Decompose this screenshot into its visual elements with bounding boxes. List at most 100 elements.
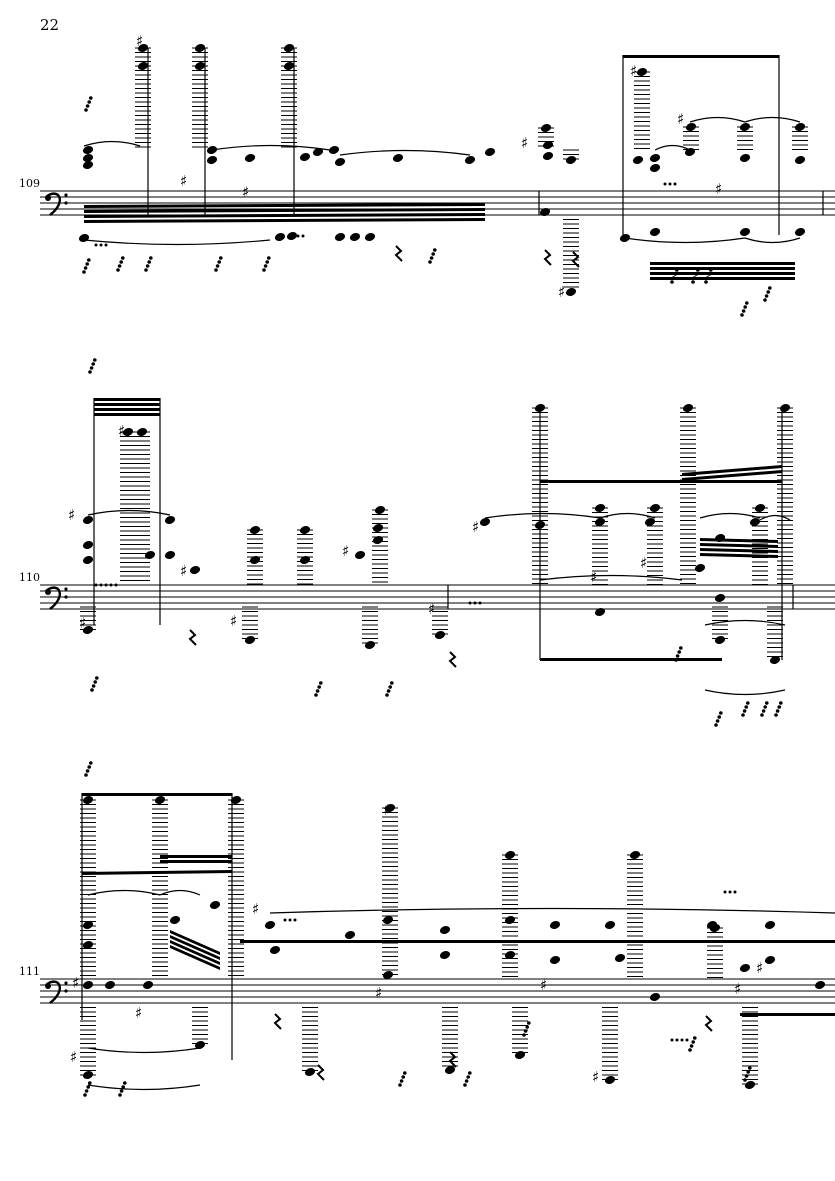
beam bbox=[160, 860, 232, 863]
beam bbox=[94, 398, 160, 401]
grace-note-cluster bbox=[390, 681, 394, 685]
grace-note-cluster bbox=[741, 713, 745, 717]
grace-note-cluster bbox=[83, 1093, 87, 1097]
grace-note-cluster bbox=[219, 256, 223, 260]
measure-number-109: 109 bbox=[19, 177, 40, 190]
grace-note-cluster bbox=[715, 719, 720, 723]
notehead bbox=[594, 608, 606, 616]
grace-note-cluster bbox=[714, 723, 718, 727]
sharp-accidental: ♯ bbox=[472, 518, 479, 536]
grace-note-cluster bbox=[117, 264, 122, 268]
notehead bbox=[299, 153, 311, 161]
bass-clef-dot bbox=[45, 195, 51, 201]
grace-note-cluster bbox=[84, 1089, 89, 1093]
beam bbox=[700, 553, 778, 558]
bass-clef-dot bbox=[64, 981, 68, 985]
beam bbox=[160, 855, 232, 858]
notehead bbox=[264, 921, 276, 929]
beam bbox=[94, 413, 160, 416]
augmentation-dot bbox=[675, 1038, 679, 1042]
grace-note-cluster bbox=[679, 646, 683, 650]
grace-note-cluster bbox=[431, 252, 436, 256]
grace-note-cluster bbox=[121, 1085, 125, 1089]
grace-note-cluster bbox=[693, 1036, 697, 1040]
grace-note-cluster bbox=[263, 264, 268, 268]
grace-note-cluster bbox=[675, 268, 679, 272]
notehead bbox=[244, 636, 256, 644]
sharp-accidental: ♯ bbox=[68, 506, 75, 524]
notehead bbox=[542, 141, 554, 149]
beam bbox=[700, 543, 778, 548]
quarter-rest bbox=[448, 651, 457, 668]
grace-note-cluster bbox=[671, 276, 676, 280]
notehead bbox=[814, 981, 826, 989]
grace-note-cluster bbox=[707, 272, 711, 276]
sharp-accidental: ♯ bbox=[136, 32, 143, 50]
notehead bbox=[164, 551, 176, 559]
augmentation-dot bbox=[668, 182, 672, 186]
notehead bbox=[82, 556, 94, 564]
notehead bbox=[769, 656, 781, 664]
tie bbox=[83, 140, 141, 147]
grace-note-cluster bbox=[93, 358, 97, 362]
notehead bbox=[649, 228, 661, 236]
grace-note-cluster bbox=[523, 1029, 528, 1033]
grace-note-cluster bbox=[147, 260, 151, 264]
tie bbox=[339, 149, 471, 156]
augmentation-dot bbox=[288, 918, 292, 922]
sharp-accidental: ♯ bbox=[180, 172, 187, 190]
quarter-rest bbox=[448, 1051, 457, 1068]
grace-note-cluster bbox=[748, 1066, 752, 1070]
sharp-accidental: ♯ bbox=[590, 568, 597, 586]
notehead bbox=[549, 921, 561, 929]
notehead bbox=[349, 233, 361, 241]
augmentation-dot bbox=[685, 1038, 689, 1042]
beam bbox=[540, 480, 782, 483]
augmentation-dot bbox=[301, 234, 305, 238]
notehead bbox=[739, 964, 751, 972]
notehead bbox=[684, 148, 696, 156]
grace-note-cluster bbox=[746, 1070, 750, 1074]
notehead bbox=[142, 981, 154, 989]
notehead bbox=[604, 921, 616, 929]
tie bbox=[704, 689, 786, 696]
augmentation-dot bbox=[670, 1038, 674, 1042]
grace-note-cluster bbox=[149, 256, 153, 260]
grace-note-cluster bbox=[89, 761, 93, 765]
quarter-rest bbox=[543, 249, 552, 266]
grace-note-cluster bbox=[740, 313, 744, 317]
sharp-accidental: ♯ bbox=[118, 422, 125, 440]
beam bbox=[94, 403, 160, 406]
sharp-accidental: ♯ bbox=[715, 180, 722, 198]
beam bbox=[170, 935, 220, 960]
grace-note-cluster bbox=[717, 715, 721, 719]
bass-clef-dot bbox=[45, 983, 51, 989]
notehead bbox=[439, 926, 451, 934]
notehead bbox=[189, 566, 201, 574]
notehead bbox=[649, 154, 661, 162]
grace-note-cluster bbox=[399, 1079, 404, 1083]
tie bbox=[87, 889, 161, 896]
grace-note-cluster bbox=[84, 773, 88, 777]
grace-note-cluster bbox=[87, 258, 91, 262]
grace-note-cluster bbox=[398, 1083, 402, 1087]
notehead bbox=[299, 556, 311, 564]
notehead bbox=[82, 541, 94, 549]
grace-note-cluster bbox=[87, 765, 91, 769]
bass-clef-dot bbox=[64, 595, 68, 599]
notehead bbox=[504, 951, 516, 959]
augmentation-dot bbox=[673, 182, 677, 186]
augmentation-dot bbox=[728, 890, 732, 894]
notehead bbox=[249, 556, 261, 564]
notehead bbox=[549, 956, 561, 964]
grace-note-cluster bbox=[386, 689, 391, 693]
bass-clef-dot bbox=[64, 201, 68, 205]
beam bbox=[170, 945, 220, 970]
sharp-accidental: ♯ bbox=[342, 542, 349, 560]
beam bbox=[84, 203, 485, 208]
augmentation-dot bbox=[473, 601, 477, 605]
augmentation-dot bbox=[109, 583, 113, 587]
grace-note-cluster bbox=[677, 650, 681, 654]
grace-note-cluster bbox=[674, 658, 678, 662]
notehead bbox=[104, 981, 116, 989]
